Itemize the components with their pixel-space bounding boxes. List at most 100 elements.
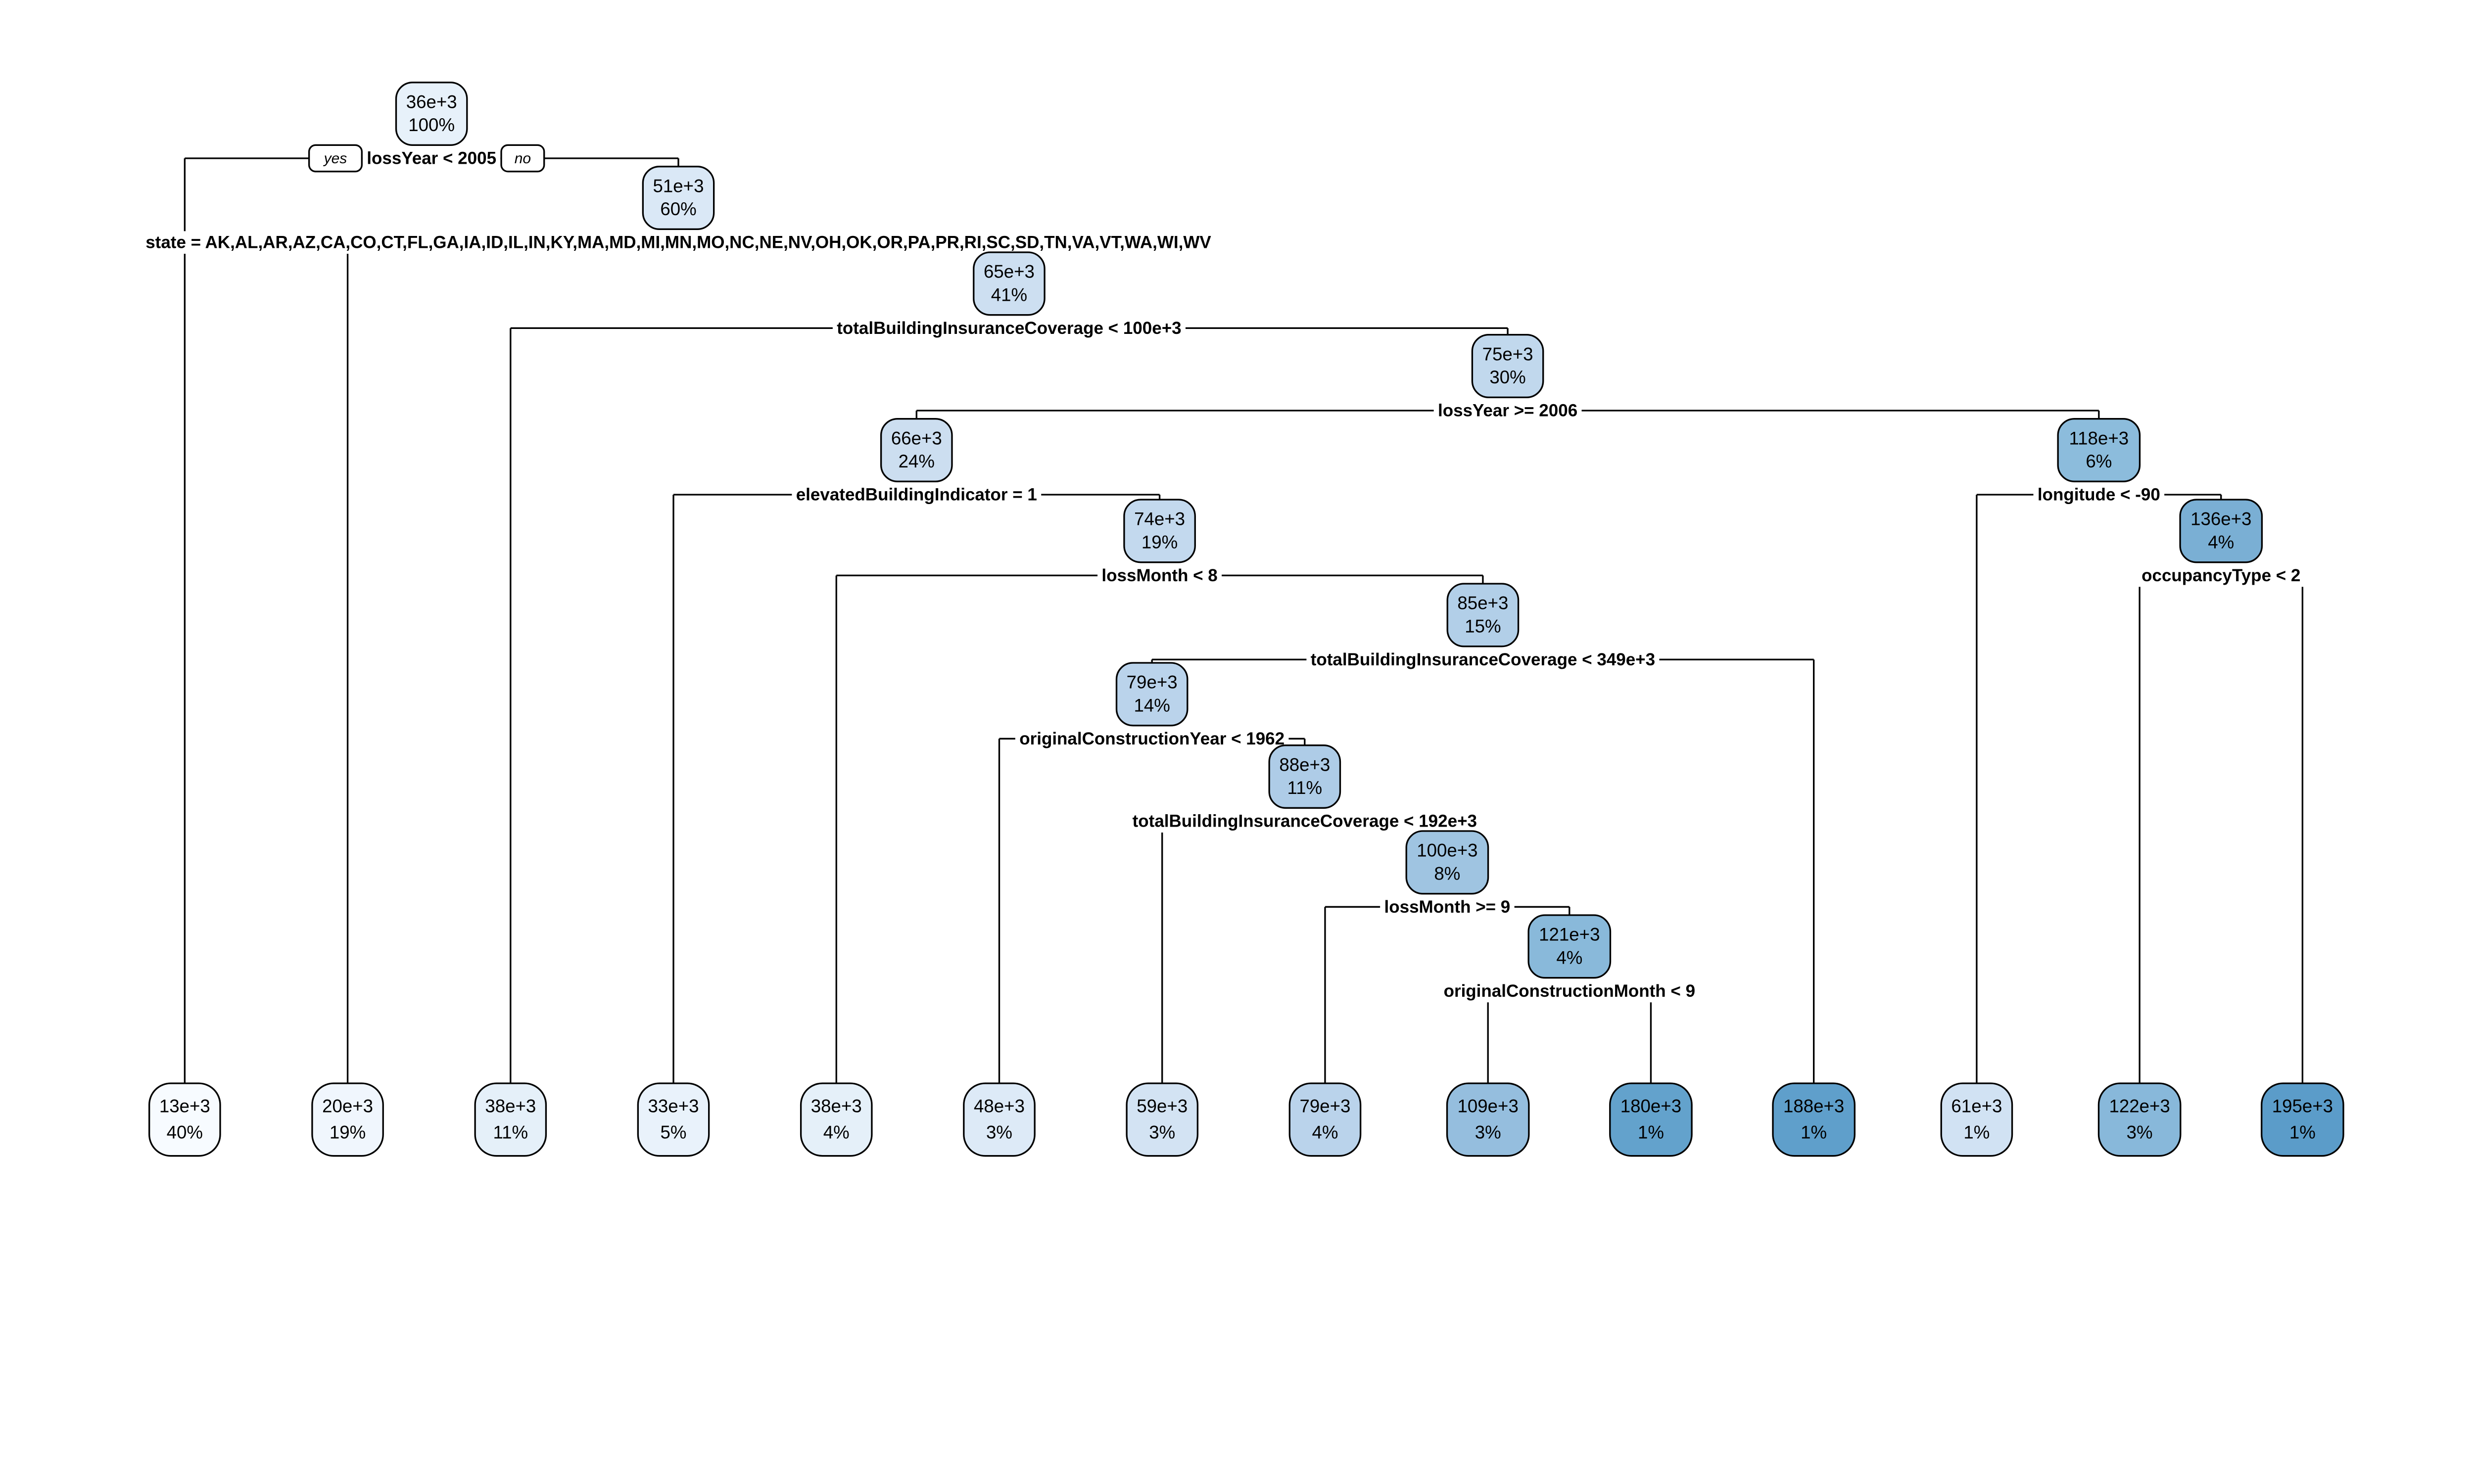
node-value: 59e+3 xyxy=(1137,1096,1188,1116)
split-label-background xyxy=(1015,727,1289,750)
tree-node-leaf109: 109e+33% xyxy=(1446,1082,1530,1157)
tree-node-leaf38b: 38e+3 4% xyxy=(800,1082,873,1157)
no-branch-label: no xyxy=(515,150,531,167)
node-box xyxy=(1126,1082,1199,1157)
edges-layer xyxy=(184,157,2304,1083)
node-percent: 1% xyxy=(1638,1122,1664,1143)
split-label-n136: occupancyType < 2 xyxy=(2141,566,2300,585)
split-label-background xyxy=(1380,895,1515,919)
node-value: 75e+3 xyxy=(1482,344,1533,364)
tree-node-n74: 74e+3 19% xyxy=(1123,499,1196,563)
node-value: 100e+3 xyxy=(1417,840,1477,861)
tree-node-leaf59: 59e+33% xyxy=(1126,1082,1199,1157)
no-branch-box xyxy=(500,144,545,173)
nodes-layer: 36e+3100%51e+360%65e+341%75e+330%66e+324… xyxy=(148,82,2344,1157)
yes-branch-label: yes xyxy=(323,150,347,167)
node-percent: 19% xyxy=(330,1122,366,1143)
split-label-background xyxy=(141,231,1216,254)
tree-node-n36: 36e+3 100% xyxy=(395,82,468,146)
tree-node-n65: 65e+341% xyxy=(973,251,1046,316)
node-value: 88e+3 xyxy=(1279,754,1330,775)
node-box xyxy=(1115,662,1189,727)
node-percent: 11% xyxy=(493,1122,528,1143)
node-value: 65e+3 xyxy=(984,262,1035,282)
node-value: 85e+3 xyxy=(1457,593,1508,613)
branch-boxes-layer: yes no xyxy=(308,144,545,173)
tree-node-n79: 79e+314% xyxy=(1115,662,1189,727)
split-label-background xyxy=(1128,810,1481,833)
split-label-n88: totalBuildingInsuranceCoverage < 192e+3 xyxy=(1133,812,1477,831)
split-label-n74: lossMonth < 8 xyxy=(1101,566,1217,585)
node-box xyxy=(1268,744,1341,809)
split-label-n65: totalBuildingInsuranceCoverage < 100e+3 xyxy=(837,319,1181,338)
split-label-n36: lossYear < 2005 xyxy=(367,149,496,168)
tree-node-n88: 88e+3 11% xyxy=(1268,744,1341,809)
tree-node-leaf33: 33e+35% xyxy=(637,1082,710,1157)
node-percent: 19% xyxy=(1142,532,1178,552)
node-box xyxy=(880,418,953,482)
node-box xyxy=(311,1082,384,1157)
tree-node-leaf188: 188e+3 1% xyxy=(1772,1082,1856,1157)
node-box xyxy=(642,166,715,230)
node-percent: 4% xyxy=(1312,1122,1338,1143)
tree-node-n51: 51e+360% xyxy=(642,166,715,230)
tree-node-leaf38a: 38e+3 11% xyxy=(474,1082,547,1157)
tree-node-leaf20: 20e+3 19% xyxy=(311,1082,384,1157)
node-value: 20e+3 xyxy=(322,1096,373,1116)
split-label-n121: originalConstructionMonth < 9 xyxy=(1444,981,1695,1001)
node-box xyxy=(1609,1082,1693,1157)
node-box xyxy=(395,82,468,146)
node-percent: 100% xyxy=(408,115,455,135)
node-box xyxy=(1288,1082,1362,1157)
split-label-n66: elevatedBuildingIndicator = 1 xyxy=(796,485,1037,505)
node-percent: 4% xyxy=(823,1122,850,1143)
tree-node-leaf79: 79e+34% xyxy=(1288,1082,1362,1157)
node-box xyxy=(637,1082,710,1157)
split-label-background xyxy=(1306,648,1660,671)
split-label-background xyxy=(832,317,1186,340)
tree-node-n100: 100e+38% xyxy=(1405,830,1489,895)
node-percent: 24% xyxy=(899,451,935,471)
node-box xyxy=(963,1082,1036,1157)
split-label-background xyxy=(2033,483,2165,507)
node-percent: 1% xyxy=(1801,1122,1827,1143)
node-value: 180e+3 xyxy=(1620,1096,1681,1116)
tree-node-leaf122: 122e+33% xyxy=(2097,1082,2182,1157)
label-backgrounds-layer xyxy=(141,147,2305,1003)
node-value: 38e+3 xyxy=(485,1096,536,1116)
node-percent: 14% xyxy=(1134,695,1170,715)
node-value: 36e+3 xyxy=(406,92,457,112)
split-label-background xyxy=(1439,979,1700,1003)
split-label-n85: totalBuildingInsuranceCoverage < 349e+3 xyxy=(1311,650,1655,669)
node-value: 188e+3 xyxy=(1783,1096,1844,1116)
tree-node-leaf195: 195e+31% xyxy=(2261,1082,2344,1157)
node-box xyxy=(148,1082,221,1157)
node-value: 38e+3 xyxy=(811,1096,862,1116)
node-box xyxy=(1527,914,1612,979)
node-value: 121e+3 xyxy=(1539,925,1600,945)
split-label-n75: lossYear >= 2006 xyxy=(1438,401,1577,420)
node-percent: 3% xyxy=(986,1122,1012,1143)
node-percent: 11% xyxy=(1287,778,1322,798)
node-value: 195e+3 xyxy=(2272,1096,2333,1116)
node-value: 13e+3 xyxy=(159,1096,210,1116)
node-value: 51e+3 xyxy=(653,176,704,196)
node-value: 122e+3 xyxy=(2109,1096,2170,1116)
node-value: 136e+3 xyxy=(2190,509,2251,529)
node-value: 48e+3 xyxy=(974,1096,1025,1116)
tree-node-n66: 66e+3 24% xyxy=(880,418,953,482)
node-percent: 6% xyxy=(2086,451,2112,471)
node-box xyxy=(1405,830,1489,895)
node-value: 66e+3 xyxy=(891,428,942,448)
tree-node-n136: 136e+34% xyxy=(2179,499,2263,563)
node-value: 118e+3 xyxy=(2069,428,2129,448)
tree-node-leaf61: 61e+31% xyxy=(1940,1082,2013,1157)
split-label-n118: longitude < -90 xyxy=(2038,485,2160,505)
node-value: 74e+3 xyxy=(1134,509,1185,529)
tree-node-n85: 85e+315% xyxy=(1446,583,1520,648)
split-label-background xyxy=(2137,564,2305,587)
node-box xyxy=(1772,1082,1856,1157)
split-label-background xyxy=(792,483,1042,507)
